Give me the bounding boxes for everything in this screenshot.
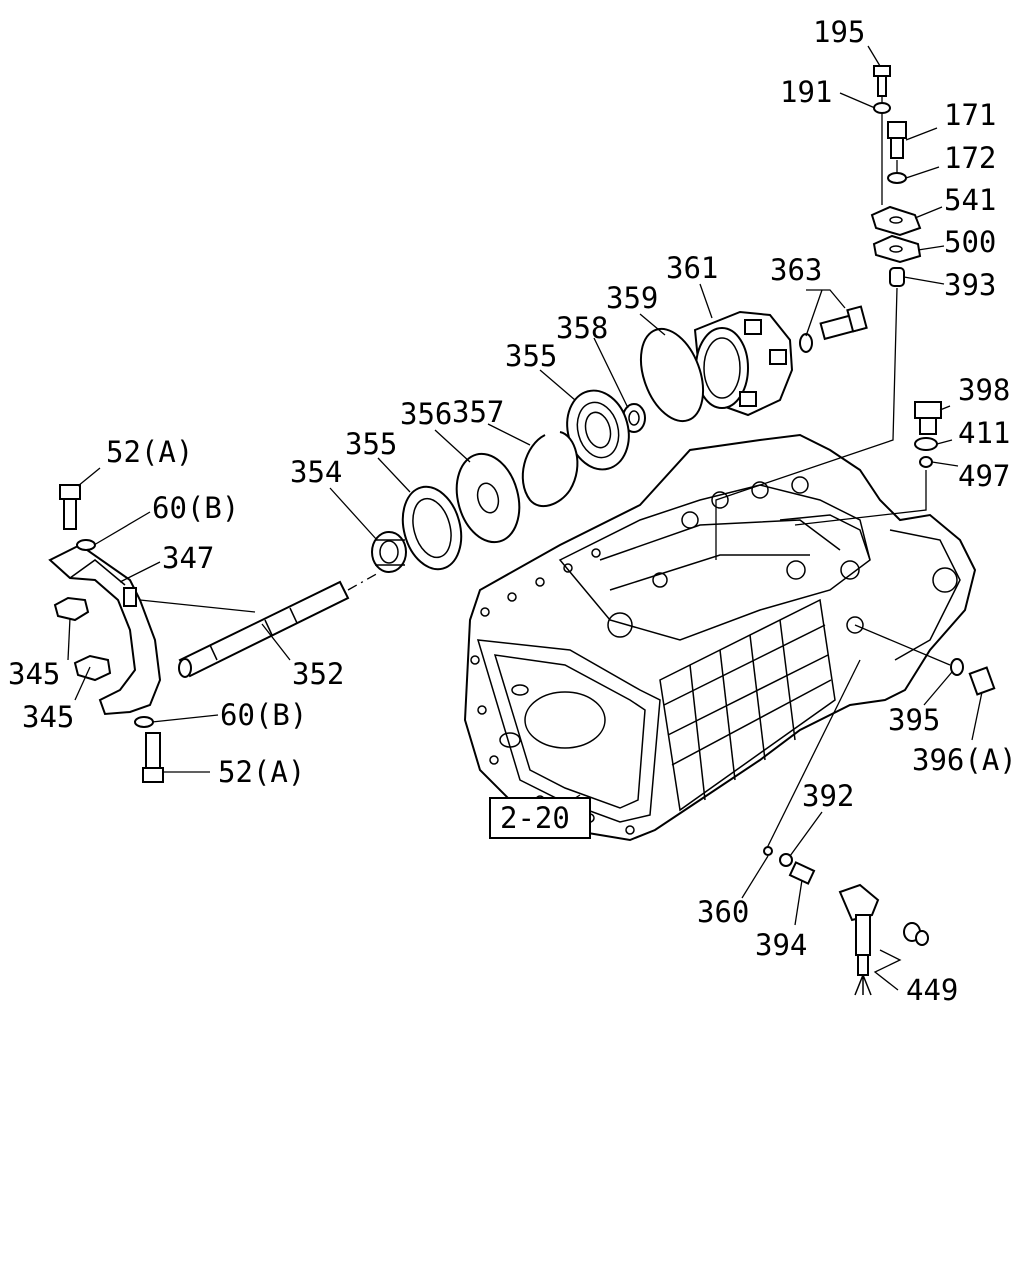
label-171: 171 (944, 98, 996, 132)
pin-393 (889, 267, 905, 287)
shoe-345-lower (73, 654, 112, 682)
label-395: 395 (888, 703, 940, 737)
label-345-lower: 345 (22, 700, 74, 734)
bolt-363 (819, 305, 868, 341)
label-345-upper: 345 (8, 657, 60, 691)
sensor-leader (766, 659, 861, 849)
housing-361 (693, 310, 794, 417)
label-449: 449 (906, 973, 958, 1007)
switch-171 (887, 121, 907, 159)
label-360: 360 (697, 895, 749, 929)
ball-360 (763, 846, 773, 856)
label-2-20: 2-20 (500, 801, 570, 835)
label-60b-upper: 60(B) (152, 491, 239, 525)
ball-497 (919, 456, 933, 468)
o-ring-172 (887, 172, 907, 184)
switch-398 (914, 401, 942, 435)
o-ring-392 (779, 853, 793, 867)
label-359: 359 (606, 281, 658, 315)
shoe-345-upper (53, 596, 90, 622)
label-356: 356 (400, 397, 452, 431)
label-497: 497 (958, 459, 1010, 493)
piston-356 (455, 452, 521, 544)
collar-354 (371, 531, 407, 573)
plug-396a (968, 666, 996, 696)
o-ring-395 (950, 658, 964, 676)
transmission-case (463, 433, 977, 842)
label-394: 394 (755, 928, 807, 962)
washer-60b-upper (76, 539, 96, 551)
label-60b-lower: 60(B) (220, 698, 307, 732)
fork-to-shaft-line (139, 599, 256, 613)
label-411: 411 (958, 416, 1010, 450)
label-347: 347 (162, 541, 214, 575)
ball-497-leader (794, 470, 927, 526)
label-392: 392 (802, 779, 854, 813)
bolt-52a-upper (59, 484, 81, 530)
label-355-lower: 355 (345, 427, 397, 461)
sensor-394 (788, 861, 816, 885)
washer-60b-lower (134, 716, 154, 728)
label-355-upper: 355 (505, 339, 557, 373)
snap-ring-357 (521, 431, 579, 508)
label-361: 361 (666, 251, 718, 285)
label-52a-lower: 52(A) (218, 755, 305, 789)
washer-191 (873, 102, 891, 114)
plug-leader (854, 624, 951, 666)
label-396a: 396(A) (912, 743, 1017, 777)
part-labels: 195 191 171 172 541 500 393 363 361 359 … (8, 15, 1017, 1007)
label-354: 354 (290, 455, 342, 489)
plate-541 (870, 205, 922, 237)
o-ring-411 (914, 437, 938, 451)
pin-393-leader (715, 287, 898, 560)
o-ring-359 (639, 327, 705, 423)
label-352: 352 (292, 657, 344, 691)
label-358: 358 (556, 311, 608, 345)
label-541: 541 (944, 183, 996, 217)
shaft-352 (178, 580, 350, 678)
label-191: 191 (780, 75, 832, 109)
shaft-centerline (347, 571, 381, 591)
label-52a-upper: 52(A) (106, 435, 193, 469)
label-500: 500 (944, 225, 996, 259)
label-172: 172 (944, 141, 996, 175)
label-393: 393 (944, 268, 996, 302)
bolt-195 (873, 65, 891, 97)
label-357: 357 (452, 395, 504, 429)
bolt-52a-lower (142, 732, 164, 783)
seal-355-lower (401, 485, 463, 571)
label-195: 195 (813, 15, 865, 49)
label-363: 363 (770, 253, 822, 287)
stack-centerline (881, 96, 898, 205)
leader-lines (67, 45, 983, 991)
washer-363 (799, 333, 813, 353)
shift-fork-347 (48, 543, 162, 716)
connector-449 (838, 883, 929, 996)
gasket-500 (872, 234, 922, 264)
label-398: 398 (958, 373, 1010, 407)
reference-box (489, 797, 591, 839)
